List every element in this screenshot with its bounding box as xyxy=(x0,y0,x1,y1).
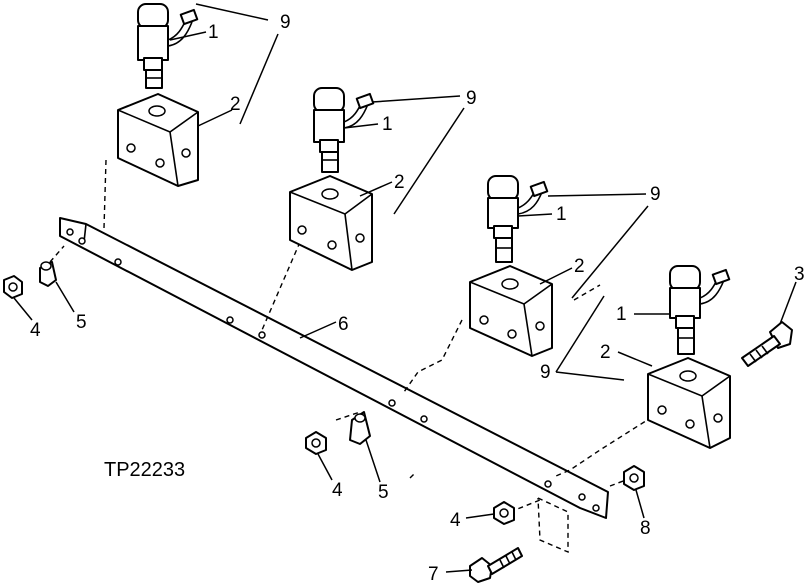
valve-block-3 xyxy=(469,265,553,357)
callout-5-a: 5 xyxy=(76,312,87,333)
nut-8 xyxy=(623,465,645,491)
callout-5-b: 5 xyxy=(378,482,389,503)
callout-1-c: 1 xyxy=(556,204,567,225)
callout-9-c: 9 xyxy=(650,184,661,205)
callout-9-b: 9 xyxy=(466,88,477,109)
callout-1-b: 1 xyxy=(382,114,393,135)
callout-2-c: 2 xyxy=(574,256,585,277)
solenoid-1 xyxy=(137,3,199,89)
valve-block-2 xyxy=(289,175,373,271)
callout-4-b: 4 xyxy=(332,480,343,501)
bolt-7 xyxy=(469,547,523,583)
solenoid-3 xyxy=(487,175,549,263)
callout-labels: 9 1 2 9 1 2 9 1 2 9 1 2 3 6 4 5 4 5 4 8 … xyxy=(30,12,805,583)
callout-2-b: 2 xyxy=(394,172,405,193)
callout-9-d: 9 xyxy=(540,362,551,383)
clamp-middle xyxy=(349,411,371,445)
callout-2-a: 2 xyxy=(230,94,241,115)
leader-lines xyxy=(13,3,797,573)
callout-1-a: 1 xyxy=(208,22,219,43)
callout-2-d: 2 xyxy=(600,342,611,363)
callout-9-a: 9 xyxy=(280,12,291,33)
callout-4-a: 4 xyxy=(30,320,41,341)
callout-7: 7 xyxy=(428,564,439,583)
figure-id-label: TP22233 xyxy=(104,459,185,481)
valve-block-1 xyxy=(117,93,199,187)
nut-middle xyxy=(305,431,327,455)
callout-8: 8 xyxy=(640,518,651,539)
nut-left xyxy=(3,275,23,299)
bolt-3 xyxy=(741,321,793,367)
mounting-bar xyxy=(59,217,609,519)
assembly-guide-lines xyxy=(49,159,661,554)
clamp-left xyxy=(39,261,57,287)
callout-4-c: 4 xyxy=(450,510,461,531)
nut-bottom xyxy=(493,501,515,525)
callout-3: 3 xyxy=(794,264,805,285)
callout-6: 6 xyxy=(338,314,349,335)
solenoid-4 xyxy=(669,265,731,355)
solenoid-2 xyxy=(313,87,375,173)
callout-1-d: 1 xyxy=(616,304,627,325)
valve-block-4 xyxy=(647,357,731,449)
